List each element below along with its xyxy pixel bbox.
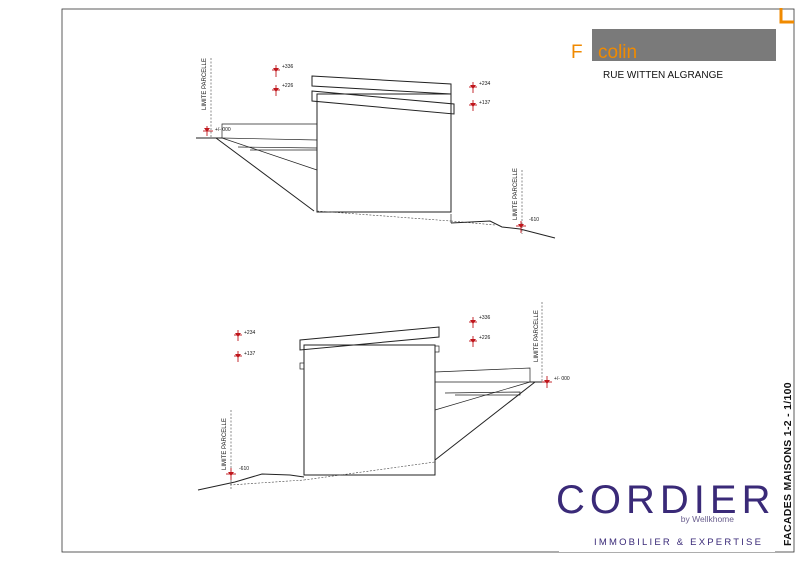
svg-text:-610: -610 (529, 217, 539, 223)
bottom-level-marker-ground-right: +/- 000 (542, 376, 570, 388)
top-roof-lower (311, 90, 455, 115)
title-block-logo-name: colin (598, 42, 637, 63)
top-level-marker-left-1: +336 (272, 64, 293, 77)
bottom-level-marker-right-2: +226 (469, 335, 490, 347)
svg-text:+234: +234 (479, 81, 490, 87)
svg-text:+226: +226 (479, 335, 490, 341)
branding-block: CORDIER by Wellkhome IMMOBILIER & EXPERT… (556, 469, 775, 552)
svg-text:+234: +234 (244, 330, 255, 336)
bottom-limit-label-right: LIMITE PARCELLE (534, 310, 540, 362)
title-block-logo-initial: F (571, 42, 583, 63)
top-limit-label-left: LIMITE PARCELLE (202, 58, 208, 110)
branding-background (559, 469, 775, 552)
bottom-level-marker-right-1: +336 (469, 315, 490, 328)
facade-top: LIMITE PARCELLE LIMITE PARCELLE +/- 000 … (196, 58, 556, 239)
top-level-marker-right-1: +234 (469, 81, 490, 93)
brand-name: CORDIER (556, 478, 775, 522)
bottom-limit-label-left: LIMITE PARCELLE (222, 418, 228, 470)
top-level-marker-ground-right: -610 (516, 217, 539, 233)
top-level-marker-ground-left: +/- 000 (203, 126, 231, 136)
bottom-level-marker-left-1: +234 (234, 330, 255, 341)
sheet-title: FACADES MAISONS 1-2 - 1/100 (782, 382, 794, 546)
top-level-marker-right-2: +137 (469, 100, 490, 111)
svg-text:+/- 000: +/- 000 (554, 376, 570, 382)
svg-text:+336: +336 (479, 315, 490, 321)
svg-text:+137: +137 (244, 351, 255, 357)
brand-tagline: IMMOBILIER & EXPERTISE (594, 537, 763, 548)
top-limit-label-right: LIMITE PARCELLE (513, 168, 519, 220)
title-block-logo-panel (592, 29, 776, 61)
top-level-marker-left-2: +226 (272, 83, 293, 96)
bottom-roof (299, 326, 440, 351)
svg-text:+/- 000: +/- 000 (215, 127, 231, 133)
top-house-body (316, 93, 452, 213)
bottom-house-body (303, 344, 436, 476)
svg-text:+137: +137 (479, 100, 490, 106)
svg-text:+226: +226 (282, 83, 293, 89)
top-roof-upper (311, 75, 452, 95)
svg-text:-610: -610 (239, 466, 249, 472)
title-block-address: RUE WITTEN ALGRANGE (603, 70, 723, 81)
bottom-level-marker-left-2: +137 (234, 351, 255, 362)
svg-text:+336: +336 (282, 64, 293, 70)
facade-bottom: LIMITE PARCELLE LIMITE PARCELLE -610 +/-… (197, 302, 570, 491)
title-block: F colin RUE WITTEN ALGRANGE (571, 8, 794, 81)
bottom-level-marker-ground-left: -610 (226, 466, 249, 480)
brand-by-line: by Wellkhome (681, 514, 734, 524)
sheet-border (61, 8, 795, 553)
orange-corner-mark (779, 8, 794, 24)
